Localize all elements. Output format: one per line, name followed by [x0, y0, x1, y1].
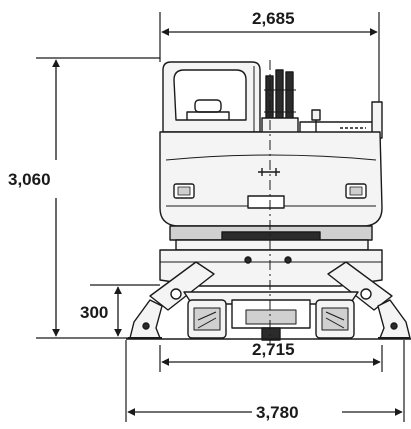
- boom-cylinders: [261, 69, 299, 135]
- dim-overall-width-label: 3,780: [256, 403, 299, 422]
- dim-ground-clearance-label: 300: [80, 303, 108, 322]
- right-handrail: [299, 101, 383, 139]
- excavator-front-view: [128, 60, 411, 344]
- upper-body: [159, 131, 383, 227]
- dimension-labels: 2,685 3,060 300 2,715 3,780: [8, 9, 299, 422]
- dimension-lines: [52, 28, 403, 416]
- right-outrigger-pad: [377, 299, 411, 339]
- undercarriage-frame: [159, 249, 383, 287]
- center-emblem: [258, 168, 280, 176]
- cab: [162, 61, 261, 133]
- dim-overall-height-label: 3,060: [8, 170, 51, 189]
- differential: [231, 299, 311, 341]
- dim-track-width-label: 2,715: [252, 340, 295, 359]
- swing-ring: [169, 225, 373, 251]
- left-outrigger-pad: [129, 299, 163, 339]
- right-wheels: [315, 299, 355, 339]
- dim-top-width-label: 2,685: [252, 9, 295, 28]
- seat: [186, 111, 230, 120]
- seat-headrest: [194, 99, 222, 113]
- cab-window: [173, 69, 247, 121]
- extension-lines: [36, 12, 405, 422]
- left-wheels: [187, 299, 227, 339]
- number-plate: [247, 195, 285, 209]
